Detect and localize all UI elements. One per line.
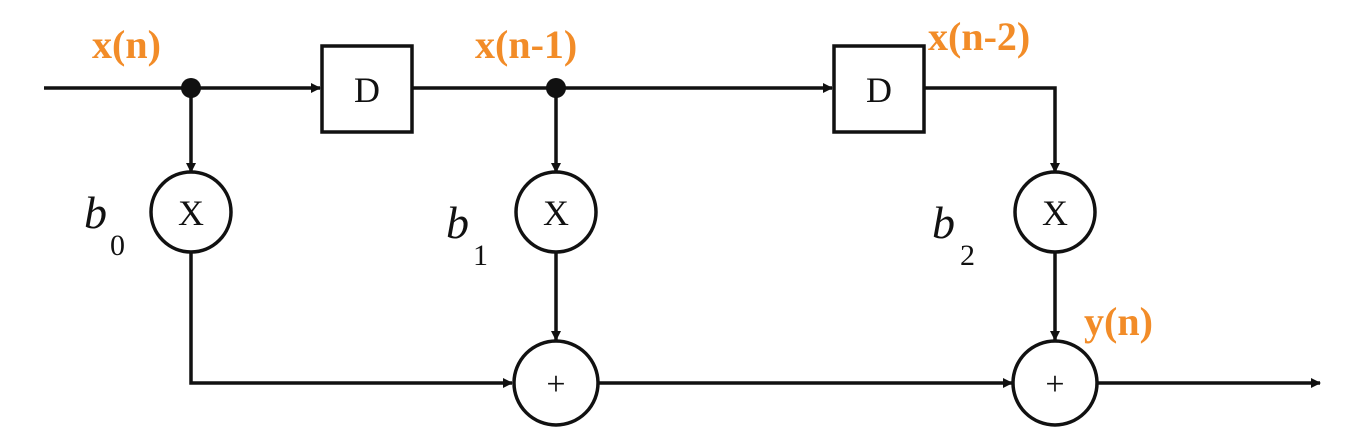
junction-dot-delay1: [546, 78, 566, 98]
coefficient-b0: b 0: [84, 187, 125, 262]
coefficient-b0-letter: b: [84, 187, 107, 238]
multiplier-1: X: [514, 170, 598, 254]
signal-label-output: y(n): [1084, 299, 1153, 344]
multiplier-0: X: [149, 170, 233, 254]
coefficient-b1-letter: b: [446, 197, 469, 248]
signal-label-delay1: x(n-1): [475, 22, 577, 67]
delay-block-2: D: [832, 44, 926, 134]
delay-block-2-label: D: [866, 70, 892, 110]
coefficient-b0-subscript: 0: [110, 229, 125, 262]
wire-delay2-to-mult2: [924, 86, 1060, 173]
multiplier-2: X: [1013, 170, 1097, 254]
adder-1-symbol: +: [546, 366, 565, 403]
coefficient-b2-letter: b: [932, 197, 955, 248]
adder-2: +: [1011, 339, 1099, 427]
adder-1: +: [512, 339, 600, 427]
multiplier-2-symbol: X: [1042, 193, 1068, 233]
delay-block-1: D: [320, 44, 414, 134]
junction-dot-input: [181, 78, 201, 98]
coefficient-b1-subscript: 1: [473, 239, 488, 272]
adder-2-symbol: +: [1045, 366, 1064, 403]
coefficient-b2-subscript: 2: [960, 239, 975, 272]
delay-block-1-label: D: [354, 70, 380, 110]
signal-label-input: x(n): [92, 22, 161, 67]
multiplier-1-symbol: X: [543, 193, 569, 233]
coefficient-b1: b 1: [446, 197, 488, 272]
wire-mult0-to-adder1: [189, 252, 513, 388]
coefficient-b2: b 2: [932, 197, 975, 272]
wires: [44, 83, 1321, 388]
signal-label-delay2: x(n-2): [928, 14, 1030, 59]
multiplier-0-symbol: X: [178, 193, 204, 233]
